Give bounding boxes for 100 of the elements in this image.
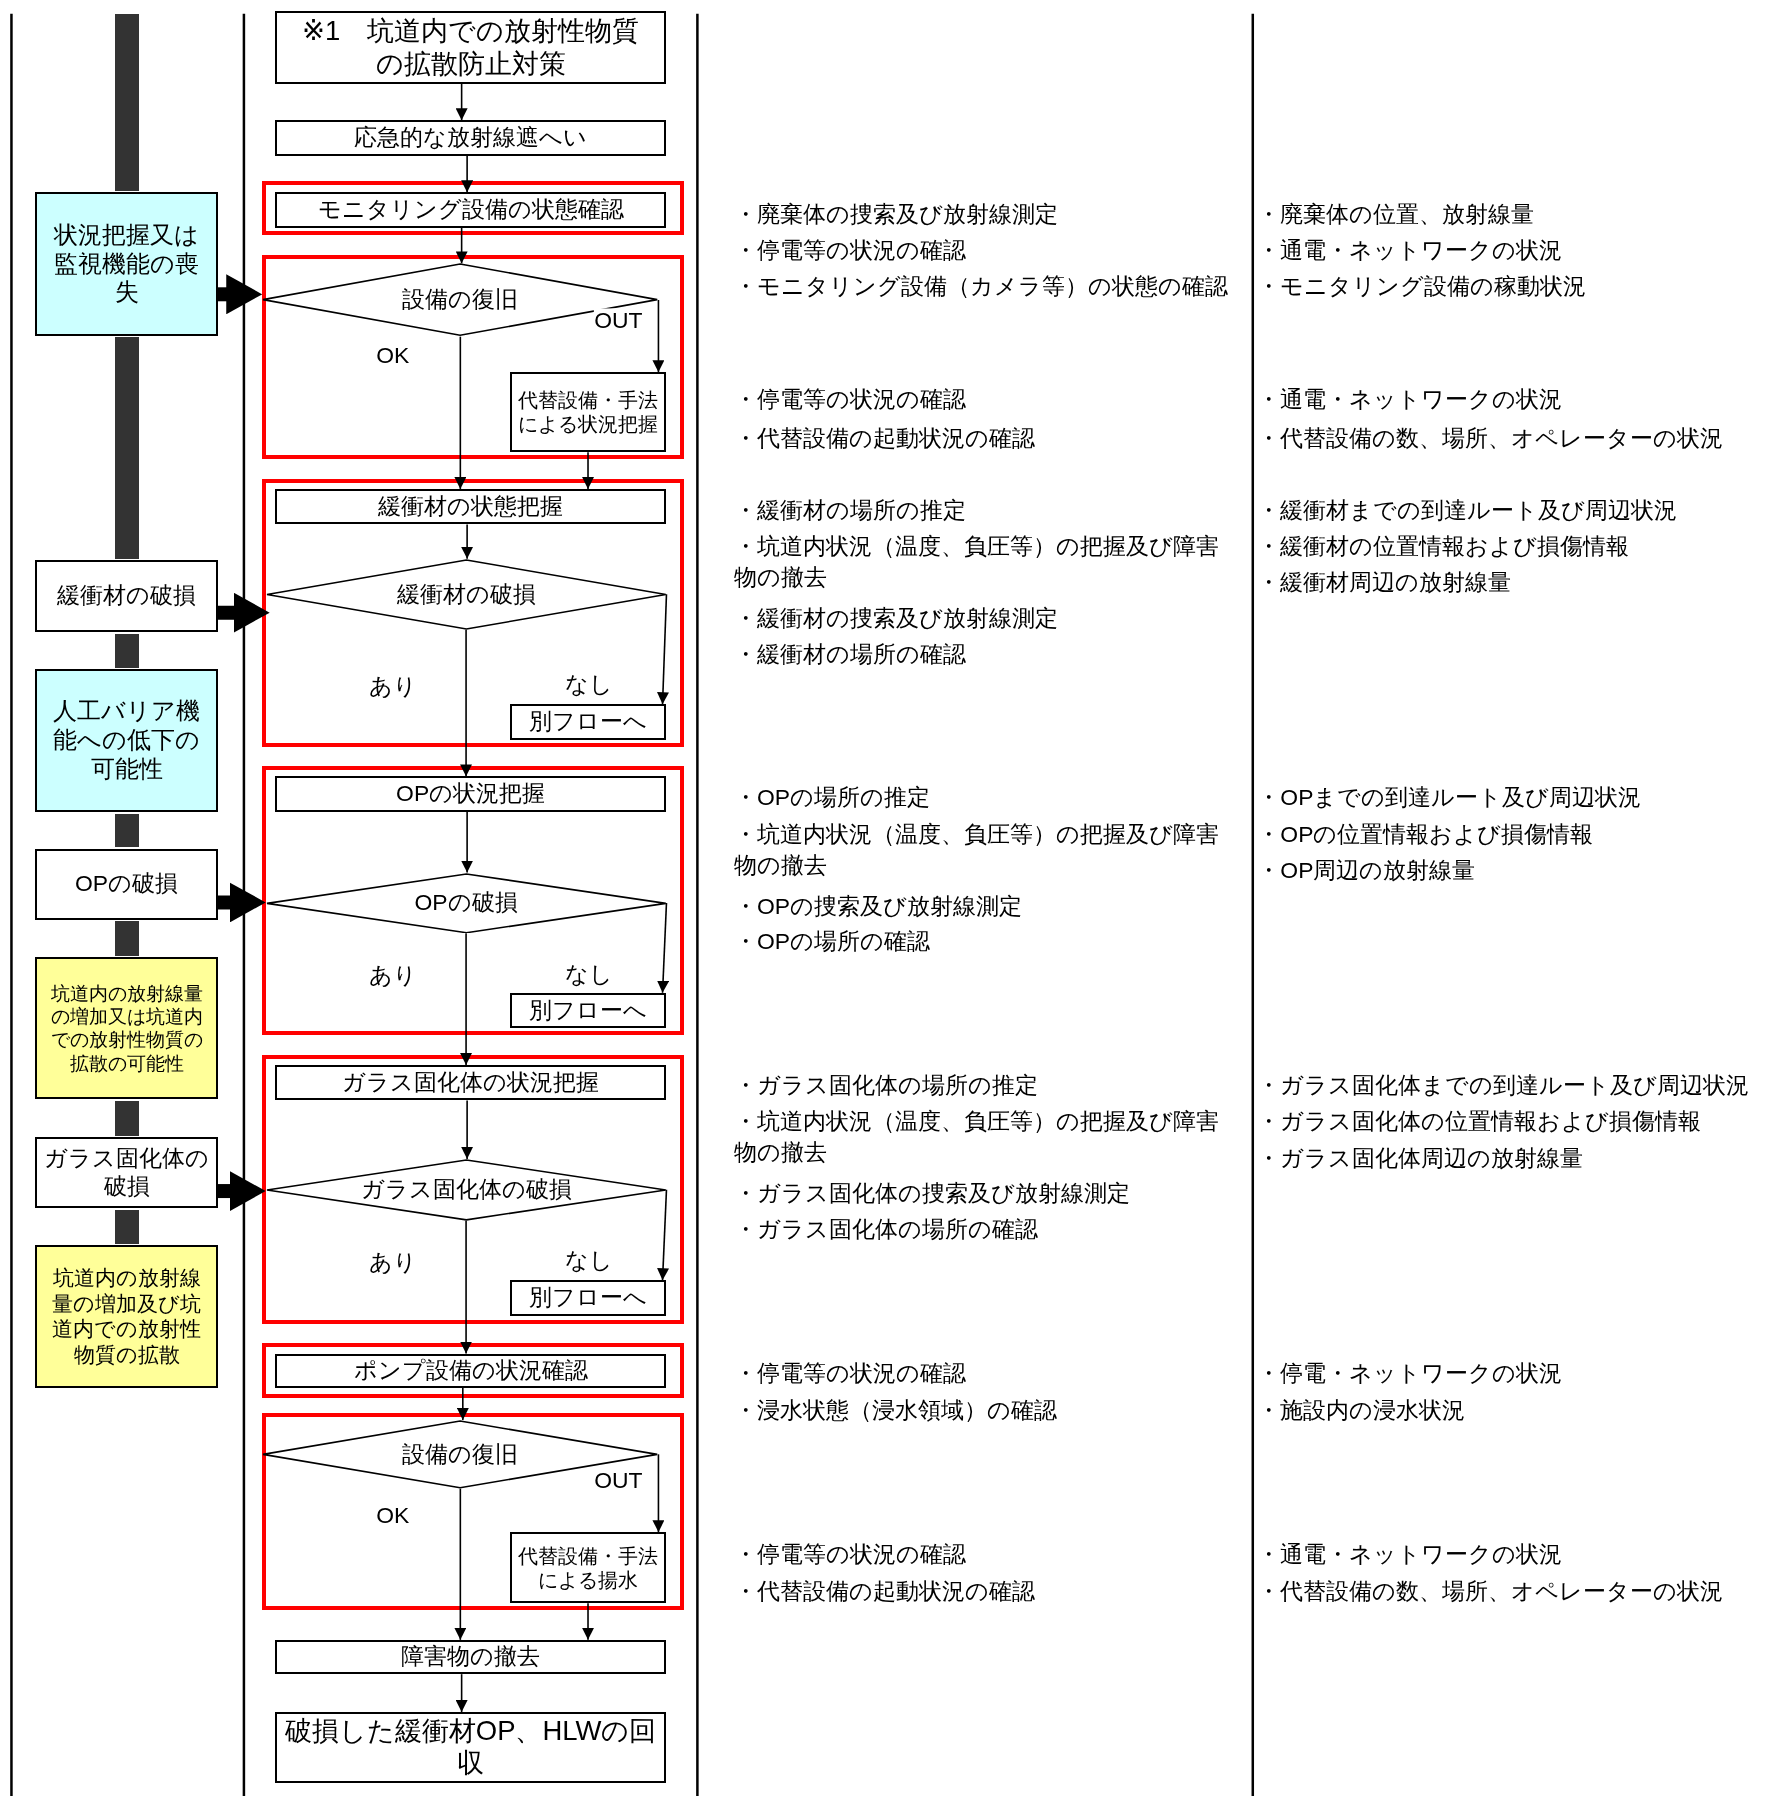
bullet-text: ・OPの位置情報および損傷情報 xyxy=(1257,819,1594,849)
arrow xyxy=(652,1453,665,1533)
event-box: OPの破損 xyxy=(35,848,218,920)
process-box: ガラス固化体の状況把握 xyxy=(274,1064,667,1101)
bullet-text: ・緩衝材周辺の放射線量 xyxy=(1257,567,1512,597)
bullet-text: ・坑道内状況（温度、負圧等）の把握及び障害物の撤去 xyxy=(734,819,1221,880)
arrow xyxy=(656,593,669,706)
group-frame xyxy=(262,478,684,747)
bullet-text: ・ガラス固化体までの到達ルート及び周辺状況 xyxy=(1257,1070,1750,1100)
arrow xyxy=(460,629,473,778)
group-frame xyxy=(262,255,684,460)
arrow xyxy=(461,811,474,874)
vertical-bar xyxy=(114,1209,139,1244)
process-box: OPの状況把握 xyxy=(274,776,667,812)
bullet-text: ・緩衝材の場所の確認 xyxy=(734,640,968,669)
process-box: 障害物の撤去 xyxy=(274,1639,667,1675)
bullet-text: ・坑道内状況（温度、負圧等）の把握及び障害物の撤去 xyxy=(734,1107,1221,1168)
bullet-text: ・モニタリング設備の稼動状況 xyxy=(1257,272,1587,302)
bullet-text: ・廃棄体の捜索及び放射線測定 xyxy=(734,200,1060,230)
process-box: 破損した緩衝材OP、HLWの回収 xyxy=(274,1712,667,1783)
bullet-text: ・OPの場所の確認 xyxy=(734,927,932,957)
event-box: 状況把握又は監視機能の喪失 xyxy=(35,192,218,336)
bullet-text: ・モニタリング設備（カメラ等）の状態の確認 xyxy=(734,272,1230,302)
arrow xyxy=(652,299,665,373)
process-box: ※1 坑道内での放射性物質の拡散防止対策 xyxy=(274,11,667,84)
bullet-text: ・OPの捜索及び放射線測定 xyxy=(734,891,1024,921)
arrow xyxy=(455,227,468,265)
arrow xyxy=(217,274,263,315)
bullet-text: ・代替設備の数、場所、オペレーターの状況 xyxy=(1257,423,1724,453)
arrow xyxy=(455,1673,468,1713)
group-frame xyxy=(262,180,684,235)
bullet-text: ・施設内の浸水状況 xyxy=(1257,1395,1466,1425)
vertical-bar xyxy=(114,813,139,848)
event-box: 坑道内の放射線量の増加及び坑道内での放射性物質の拡散 xyxy=(35,1244,218,1388)
group-frame xyxy=(262,1413,684,1611)
arrow xyxy=(582,451,594,490)
bullet-text: ・停電等の状況の確認 xyxy=(734,1359,968,1389)
group-frame xyxy=(262,1054,684,1324)
bullet-text: ・代替設備の数、場所、オペレーターの状況 xyxy=(1257,1576,1724,1606)
process-box: 代替設備・手法による揚水 xyxy=(509,1532,667,1604)
arrow xyxy=(217,882,266,923)
bullet-text: ・代替設備の起動状況の確認 xyxy=(734,423,1037,453)
process-box: 応急的な放射線遮へい xyxy=(274,120,667,156)
process-box: 別フローへ xyxy=(509,704,667,740)
bullet-text: ・緩衝材までの到達ルート及び周辺状況 xyxy=(1257,495,1678,525)
process-box: 緩衝材の状態把握 xyxy=(274,488,667,525)
bullet-text: ・ガラス固化体の場所の確認 xyxy=(734,1214,1040,1244)
bullet-text: ・OP周辺の放射線量 xyxy=(1257,856,1476,886)
bullet-text: ・通電・ネットワークの状況 xyxy=(1257,384,1563,414)
arrow xyxy=(456,1387,469,1421)
process-box: モニタリング設備の状態確認 xyxy=(274,192,667,228)
bullet-text: ・ガラス固化体周辺の放射線量 xyxy=(1257,1143,1584,1173)
bullet-text: ・廃棄体の位置、放射線量 xyxy=(1257,200,1535,230)
arrow xyxy=(217,1171,266,1212)
vertical-bar xyxy=(114,633,139,668)
event-box: 緩衝材の破損 xyxy=(35,559,218,633)
bullet-text: ・ガラス固化体の位置情報および損傷情報 xyxy=(1257,1107,1702,1137)
bullet-text: ・停電等の状況の確認 xyxy=(734,1540,968,1570)
process-box: 代替設備・手法による状況把握 xyxy=(509,372,667,453)
vertical-bar xyxy=(114,1101,139,1136)
vertical-bar xyxy=(114,337,139,559)
process-box: 別フローへ xyxy=(509,1280,667,1316)
event-box: 坑道内の放射線量の増加又は坑道内での放射性物質の拡散の可能性 xyxy=(35,957,218,1100)
event-box: ガラス固化体の破損 xyxy=(35,1137,218,1209)
arrow xyxy=(657,902,670,994)
vertical-bar xyxy=(114,921,139,957)
decision-diamond: 緩衝材の破損 xyxy=(265,558,667,630)
arrow xyxy=(461,1099,474,1160)
bullet-text: ・通電・ネットワークの状況 xyxy=(1257,235,1563,265)
arrow xyxy=(461,154,474,194)
arrow xyxy=(657,1189,670,1282)
bullet-text: ・緩衝材の捜索及び放射線測定 xyxy=(734,604,1060,634)
bullet-text: ・OPの場所の推定 xyxy=(734,783,932,813)
group-frame xyxy=(262,1343,684,1399)
arrow xyxy=(461,523,474,560)
bullet-text: ・坑道内状況（温度、負圧等）の把握及び障害物の撤去 xyxy=(734,532,1221,593)
bullet-text: ・緩衝材の位置情報および損傷情報 xyxy=(1257,532,1630,562)
arrow xyxy=(454,335,467,490)
arrow xyxy=(217,592,270,633)
bullet-text: ・ガラス固化体の場所の推定 xyxy=(734,1070,1040,1100)
bullet-text: ・代替設備の起動状況の確認 xyxy=(734,1576,1037,1606)
arrow xyxy=(460,1219,473,1355)
arrow xyxy=(455,82,468,122)
process-box: 別フローへ xyxy=(509,992,667,1029)
bullet-text: ・停電等の状況の確認 xyxy=(734,384,968,414)
bullet-text: ・通電・ネットワークの状況 xyxy=(1257,1540,1563,1570)
bullet-text: ・浸水状態（浸水領域）の確認 xyxy=(734,1395,1059,1425)
bullet-text: ・OPまでの到達ルート及び周辺状況 xyxy=(1257,783,1642,813)
decision-diamond: OPの破損 xyxy=(265,872,667,934)
bullet-text: ・緩衝材の場所の推定 xyxy=(734,495,968,525)
process-box: ポンプ設備の状況確認 xyxy=(274,1353,667,1388)
decision-diamond: ガラス固化体の破損 xyxy=(265,1158,667,1221)
vertical-bar xyxy=(114,13,139,192)
arrow xyxy=(454,1487,467,1641)
bullet-text: ・ガラス固化体の捜索及び放射線測定 xyxy=(734,1179,1132,1209)
arrow xyxy=(582,1602,594,1641)
bullet-text: ・停電等の状況の確認 xyxy=(734,235,968,265)
arrow xyxy=(460,932,473,1066)
group-frame xyxy=(262,766,684,1036)
event-box: 人工バリア機能への低下の可能性 xyxy=(35,668,218,812)
